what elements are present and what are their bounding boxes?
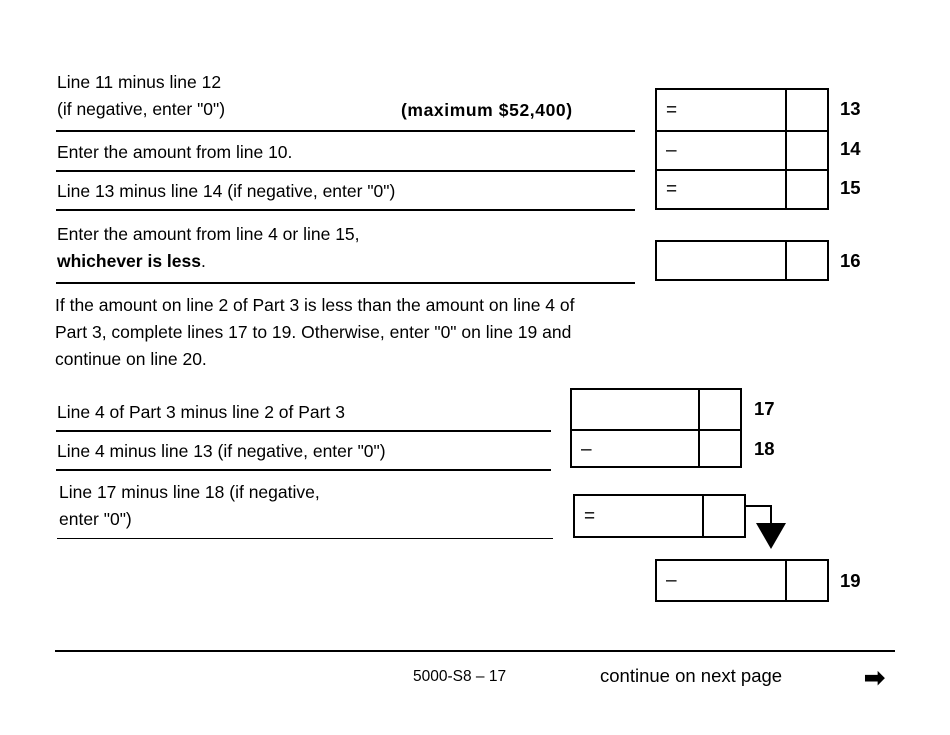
- amount-input-19-cents[interactable]: [785, 561, 827, 600]
- instruction-line-3: continue on line 20.: [55, 349, 207, 369]
- amount-box-row-17-minus-18: =: [575, 496, 744, 536]
- connector-horizontal-segment: [744, 505, 772, 507]
- line-17-minus-18-label-part1: Line 17 minus line 18 (if negative,: [59, 482, 320, 502]
- footer-divider: [55, 650, 895, 652]
- amount-box-row-18: –: [572, 429, 740, 468]
- line-number-13: 13: [840, 98, 861, 119]
- amount-input-17-minus-18-dollars[interactable]: =: [575, 496, 702, 536]
- operator-equals-17-minus-18: =: [584, 505, 596, 527]
- line-number-16: 16: [840, 250, 861, 271]
- amount-input-17-dollars[interactable]: [572, 390, 698, 429]
- amount-box-group-19: –: [655, 559, 829, 602]
- amount-box-row-13: =: [657, 90, 827, 130]
- line-number-14: 14: [840, 138, 861, 159]
- line-17-label: Line 4 of Part 3 minus line 2 of Part 3: [57, 402, 345, 422]
- amount-box-row-17: [572, 390, 740, 429]
- line-16-label-emphasis: whichever is less: [57, 251, 201, 271]
- amount-input-18-cents[interactable]: [698, 431, 740, 468]
- amount-input-15-dollars[interactable]: =: [657, 171, 785, 208]
- amount-input-19-dollars[interactable]: –: [657, 561, 785, 600]
- amount-input-15-cents[interactable]: [785, 171, 827, 208]
- line-17-minus-18-label-part2: enter "0"): [59, 509, 132, 529]
- line-number-15: 15: [840, 177, 861, 198]
- amount-box-group-16: [655, 240, 829, 281]
- operator-equals-13: =: [666, 99, 678, 121]
- form-code: 5000-S8 – 17: [413, 668, 507, 685]
- amount-input-13-cents[interactable]: [785, 90, 827, 130]
- amount-box-row-15: =: [657, 169, 827, 208]
- operator-minus-14: –: [666, 140, 677, 161]
- line-13-underline: [56, 130, 635, 132]
- line-15-label: Line 13 minus line 14 (if negative, ente…: [57, 181, 396, 201]
- line-16-underline: [56, 282, 635, 284]
- line-16-label-part2: whichever is less.: [57, 248, 206, 274]
- line-13-label-part1: Line 11 minus line 12: [57, 72, 222, 92]
- operator-minus-18: –: [581, 439, 592, 460]
- line-17-minus-18-underline: [57, 538, 553, 539]
- amount-input-16-dollars[interactable]: [657, 242, 785, 279]
- amount-input-17-minus-18-cents[interactable]: [702, 496, 744, 536]
- amount-input-18-dollars[interactable]: –: [572, 431, 698, 468]
- instruction-line-2: Part 3, complete lines 17 to 19. Otherwi…: [55, 322, 572, 342]
- instruction-line-1: If the amount on line 2 of Part 3 is les…: [55, 295, 575, 315]
- line-number-17: 17: [754, 398, 775, 419]
- amount-box-group-17-minus-18: =: [573, 494, 746, 538]
- line-18-label: Line 4 minus line 13 (if negative, enter…: [57, 441, 386, 461]
- connector-vertical-segment: [770, 505, 772, 526]
- line-16-label-part1: Enter the amount from line 4 or line 15,: [57, 224, 360, 244]
- amount-box-group-17-18: –: [570, 388, 742, 468]
- line-14-underline: [56, 170, 635, 172]
- line-17-underline: [56, 430, 551, 432]
- amount-input-17-cents[interactable]: [698, 390, 740, 429]
- right-arrow-icon: ➡: [864, 664, 885, 692]
- line-number-18: 18: [754, 438, 775, 459]
- amount-input-14-dollars[interactable]: –: [657, 132, 785, 169]
- amount-input-13-dollars[interactable]: =: [657, 90, 785, 130]
- continue-on-next-page-label: continue on next page: [600, 665, 783, 686]
- amount-box-row-19: –: [657, 561, 827, 600]
- amount-box-group-13-15: = – =: [655, 88, 829, 210]
- line-13-label-part2: (if negative, enter "0"): [57, 99, 226, 119]
- line-16-label-period: .: [200, 251, 206, 271]
- amount-box-row-14: –: [657, 130, 827, 169]
- line-number-19: 19: [840, 570, 861, 591]
- line-15-underline: [56, 209, 635, 211]
- amount-input-14-cents[interactable]: [785, 132, 827, 169]
- line-14-label: Enter the amount from line 10.: [57, 142, 293, 162]
- line-18-underline: [56, 469, 551, 471]
- amount-input-16-cents[interactable]: [785, 242, 827, 279]
- operator-minus-19: –: [666, 570, 677, 591]
- amount-box-row-16: [657, 242, 827, 279]
- line-13-maximum-note: (maximum $52,400): [401, 100, 573, 120]
- connector-arrowhead-icon: [756, 523, 786, 549]
- operator-equals-15: =: [666, 179, 678, 200]
